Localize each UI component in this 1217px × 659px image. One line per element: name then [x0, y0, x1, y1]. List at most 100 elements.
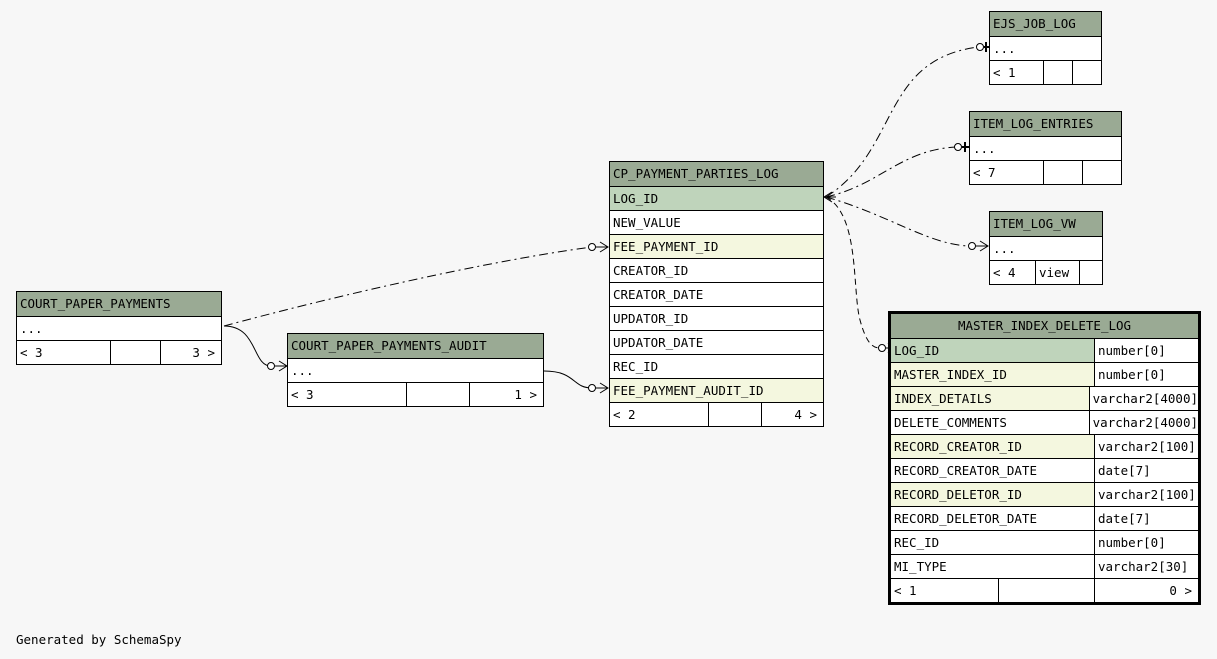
table-header[interactable]: EJS_JOB_LOG: [990, 12, 1101, 36]
table-court-paper-payments[interactable]: COURT_PAPER_PAYMENTS ... < 3 3 >: [16, 291, 222, 365]
column-name: CREATOR_DATE: [613, 287, 704, 302]
crowfoot-circle-item-log-entries: [954, 143, 962, 151]
table-row-fee-payment-id[interactable]: FEE_PAYMENT_ID: [610, 234, 823, 258]
column-name: RECORD_DELETOR_DATE: [894, 511, 1037, 526]
table-footer: < 7: [970, 160, 1121, 184]
footer-middle: [1043, 61, 1072, 84]
table-row: ...: [990, 236, 1102, 260]
parents-count[interactable]: < 3: [291, 387, 314, 402]
table-row-fee-payment-audit-id[interactable]: FEE_PAYMENT_AUDIT_ID: [610, 378, 823, 402]
view-label: view: [1035, 261, 1079, 284]
generated-by-label: Generated by SchemaSpy: [16, 632, 182, 647]
table-row-record-deletor-id[interactable]: RECORD_DELETOR_ID varchar2[100]: [891, 482, 1198, 506]
column-name: UPDATOR_ID: [613, 311, 689, 326]
footer-middle: [406, 383, 469, 406]
ellipsis-row: ...: [291, 363, 314, 378]
crowfoot-fee-payment-audit-id: [596, 382, 609, 394]
parents-count[interactable]: < 4: [993, 265, 1016, 280]
column-name: RECORD_CREATOR_ID: [891, 435, 1094, 458]
table-row-rec-id[interactable]: REC_ID: [610, 354, 823, 378]
column-type: varchar2[4000]: [1088, 411, 1198, 434]
table-row: ...: [970, 136, 1121, 160]
footer-middle: [998, 579, 1094, 602]
crowfoot-circle-master-index-delete-log: [878, 344, 886, 352]
table-row-rec-id[interactable]: REC_ID number[0]: [891, 530, 1198, 554]
column-name: NEW_VALUE: [613, 215, 681, 230]
crowfoot-item-log-vw: [976, 240, 989, 252]
table-row-creator-id[interactable]: CREATOR_ID: [610, 258, 823, 282]
children-count: [1082, 161, 1121, 184]
relationship-line-log-id-to-item-log-entries: [825, 146, 957, 198]
column-name: LOG_ID: [613, 191, 659, 206]
crowfoot-circle-ejs-job-log: [976, 43, 984, 51]
table-name: MASTER_INDEX_DELETE_LOG: [957, 318, 1132, 333]
table-row-delete-comments[interactable]: DELETE_COMMENTS varchar2[4000]: [891, 410, 1198, 434]
ellipsis-row: ...: [993, 41, 1016, 56]
table-name: COURT_PAPER_PAYMENTS: [20, 296, 171, 311]
table-header[interactable]: ITEM_LOG_VW: [990, 212, 1102, 236]
relationship-line-log-id-to-master-index-delete-log: [825, 196, 881, 349]
table-row-record-creator-id[interactable]: RECORD_CREATOR_ID varchar2[100]: [891, 434, 1198, 458]
crowfoot-log-id-source: [823, 191, 836, 203]
table-header[interactable]: COURT_PAPER_PAYMENTS: [17, 292, 221, 316]
table-ejs-job-log[interactable]: EJS_JOB_LOG ... < 1: [989, 11, 1102, 85]
ellipsis-row: ...: [20, 321, 43, 336]
relationship-line-cpp-to-fee-payment-id: [223, 246, 593, 327]
table-header[interactable]: ITEM_LOG_ENTRIES: [970, 112, 1121, 136]
table-footer: < 1: [990, 60, 1101, 84]
column-type: varchar2[30]: [1094, 555, 1198, 578]
table-row-updator-date[interactable]: UPDATOR_DATE: [610, 330, 823, 354]
children-count[interactable]: 3 >: [160, 341, 221, 364]
relationship-line-audit-to-fee-payment-audit-id: [543, 370, 593, 389]
table-name: CP_PAYMENT_PARTIES_LOG: [613, 166, 779, 181]
children-count[interactable]: 0 >: [1094, 579, 1198, 602]
relationship-line-log-id-to-item-log-vw: [825, 196, 973, 247]
column-type: number[0]: [1094, 339, 1198, 362]
table-footer: < 1 0 >: [891, 578, 1198, 602]
footer-middle: [1043, 161, 1082, 184]
column-type: number[0]: [1094, 363, 1198, 386]
parents-count[interactable]: < 1: [993, 65, 1016, 80]
table-row-creator-date[interactable]: CREATOR_DATE: [610, 282, 823, 306]
table-master-index-delete-log[interactable]: MASTER_INDEX_DELETE_LOG LOG_ID number[0]…: [888, 311, 1201, 605]
table-row-log-id[interactable]: LOG_ID: [610, 186, 823, 210]
ellipsis-row: ...: [993, 241, 1016, 256]
table-cp-payment-parties-log[interactable]: CP_PAYMENT_PARTIES_LOG LOG_ID NEW_VALUE …: [609, 161, 824, 427]
column-name: DELETE_COMMENTS: [894, 415, 1007, 430]
crowfoot-circle-fee-payment-audit-id: [588, 384, 596, 392]
table-row-new-value[interactable]: NEW_VALUE: [610, 210, 823, 234]
children-count: [1072, 61, 1101, 84]
table-row: ...: [990, 36, 1101, 60]
table-row-record-deletor-date[interactable]: RECORD_DELETOR_DATE date[7]: [891, 506, 1198, 530]
table-row-record-creator-date[interactable]: RECORD_CREATOR_DATE date[7]: [891, 458, 1198, 482]
parents-count[interactable]: < 2: [613, 407, 636, 422]
column-type: date[7]: [1094, 459, 1198, 482]
relationship-line-cpp-to-audit: [223, 325, 272, 367]
column-name: RECORD_CREATOR_DATE: [894, 463, 1037, 478]
crowfoot-circle-fee-payment-id: [588, 243, 596, 251]
table-row-updator-id[interactable]: UPDATOR_ID: [610, 306, 823, 330]
table-row-master-index-id[interactable]: MASTER_INDEX_ID number[0]: [891, 362, 1198, 386]
table-header[interactable]: MASTER_INDEX_DELETE_LOG: [891, 314, 1198, 338]
column-name: CREATOR_ID: [613, 263, 689, 278]
table-row-log-id[interactable]: LOG_ID number[0]: [891, 338, 1198, 362]
column-name: FEE_PAYMENT_ID: [613, 239, 719, 254]
table-court-paper-payments-audit[interactable]: COURT_PAPER_PAYMENTS_AUDIT ... < 3 1 >: [287, 333, 544, 407]
column-type: varchar2[100]: [1094, 483, 1198, 506]
table-item-log-vw[interactable]: ITEM_LOG_VW ... < 4 view: [989, 211, 1103, 285]
column-name: MI_TYPE: [894, 559, 947, 574]
table-footer: < 2 4 >: [610, 402, 823, 426]
parents-count[interactable]: < 1: [894, 583, 917, 598]
table-item-log-entries[interactable]: ITEM_LOG_ENTRIES ... < 7: [969, 111, 1122, 185]
column-name: MASTER_INDEX_ID: [891, 363, 1094, 386]
table-header[interactable]: CP_PAYMENT_PARTIES_LOG: [610, 162, 823, 186]
children-count[interactable]: 4 >: [761, 403, 823, 426]
column-name: RECORD_DELETOR_ID: [891, 483, 1094, 506]
parents-count[interactable]: < 3: [20, 345, 43, 360]
table-header[interactable]: COURT_PAPER_PAYMENTS_AUDIT: [288, 334, 543, 358]
crowfoot-circle-item-log-vw: [968, 242, 976, 250]
table-row-index-details[interactable]: INDEX_DETAILS varchar2[4000]: [891, 386, 1198, 410]
parents-count[interactable]: < 7: [973, 165, 996, 180]
table-row-mi-type[interactable]: MI_TYPE varchar2[30]: [891, 554, 1198, 578]
children-count[interactable]: 1 >: [469, 383, 543, 406]
